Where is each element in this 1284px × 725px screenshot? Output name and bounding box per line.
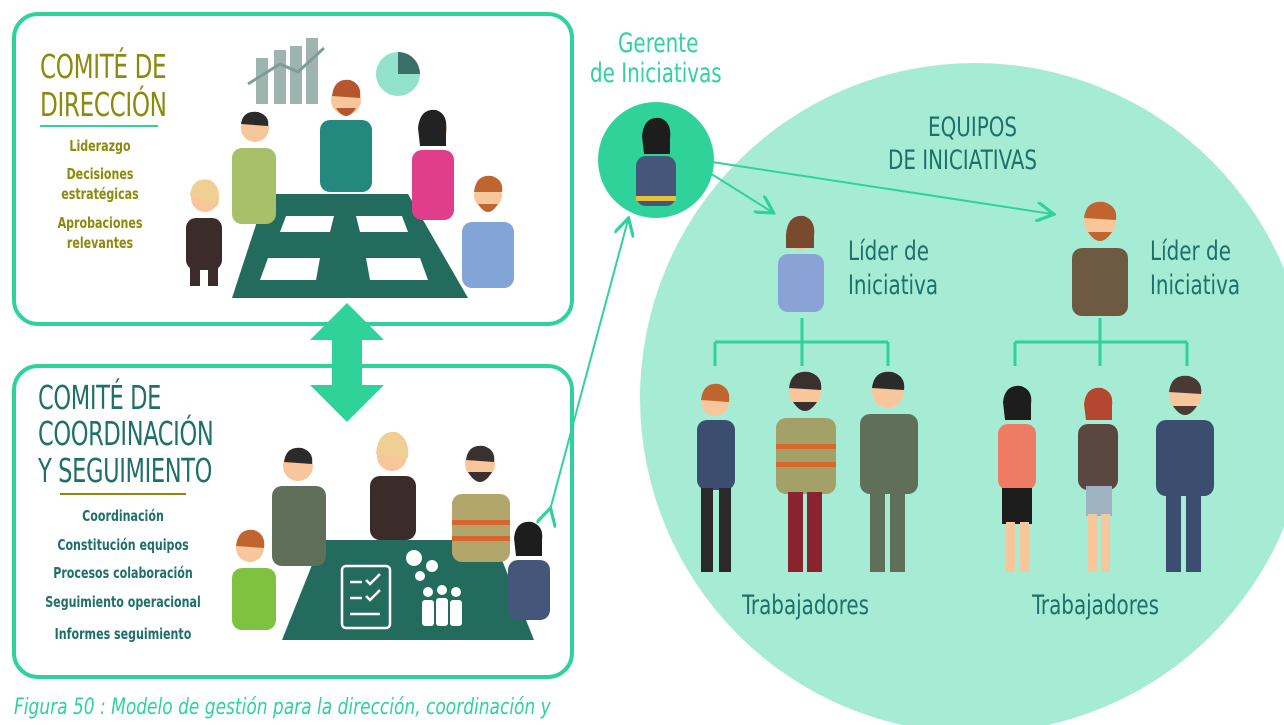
worker-man-green-suit-icon [860, 371, 918, 572]
teams-title-line2: DE INICIATIVAS [888, 145, 1038, 176]
worker-woman-brown-jacket-icon [1078, 387, 1118, 572]
steering-title-line1: COMITÉ DE [40, 47, 167, 86]
person-woman-black-coat-icon [370, 431, 416, 540]
person-man-teal-suit-icon [320, 79, 372, 192]
steering-role-approvals-1: Aprobaciones [57, 214, 143, 232]
worker-man-navy-suit-icon [1156, 375, 1214, 572]
worker-man-striped-sweater-icon [776, 371, 836, 572]
team-group-icon [422, 585, 462, 626]
coordination-role-2: Constitución equipos [57, 536, 189, 554]
double-arrow-icon [310, 303, 384, 422]
arrow-manager-to-leader-right [711, 161, 1052, 214]
gears-icon [406, 550, 438, 581]
person-woman-green-shirt-icon [232, 529, 276, 630]
person-man-blue-sweater-icon [462, 175, 514, 288]
coordination-role-3: Procesos colaboración [53, 564, 193, 582]
figure-caption: Figura 50 : Modelo de gestión para la di… [14, 695, 551, 720]
manager-label-line2: de Iniciativas [590, 58, 722, 89]
coordination-title-line1: COMITÉ DE [38, 378, 162, 417]
leader-left-label-line2: Iniciativa [848, 270, 939, 301]
coordination-title-line3: Y SEGUIMIENTO [38, 451, 213, 490]
steering-role-leadership: Liderazgo [69, 137, 131, 155]
person-woman-navy-dress-icon [508, 521, 550, 620]
arrow-coordination-to-manager [550, 220, 628, 510]
coordination-role-1: Coordinación [82, 507, 164, 525]
person-woman-pink-dress-icon [412, 109, 454, 220]
arrow-manager-to-leader-left [704, 169, 772, 212]
person-man-grey-suit-icon [272, 447, 326, 566]
person-man-striped-sweater-icon [452, 445, 510, 562]
leader-left-icon [778, 215, 824, 312]
steering-title-line2: DIRECCIÓN [40, 85, 167, 124]
steering-role-decisions-2: estratégicas [61, 185, 139, 203]
manager-avatar [598, 102, 714, 218]
coordination-title-divider [60, 493, 186, 495]
coordination-title-line2: COORDINACIÓN [38, 414, 214, 453]
steering-role-approvals-2: relevantes [66, 234, 134, 252]
worker-woman-coral-top-icon [998, 385, 1036, 572]
coordination-role-5: Informes seguimiento [54, 625, 192, 643]
leader-right-label-line1: Líder de [1150, 236, 1231, 267]
hierarchy-lines-left [713, 318, 890, 366]
person-woman-blonde-icon [186, 179, 222, 286]
hierarchy-lines-right [1013, 318, 1189, 366]
workers-right-label: Trabajadores [1032, 590, 1160, 621]
workers-left-label: Trabajadores [742, 590, 870, 621]
person-man-green-shirt-icon [232, 111, 276, 224]
leader-left-label-line1: Líder de [848, 236, 929, 267]
coordination-role-4: Seguimiento operacional [45, 593, 201, 611]
teams-title-line1: EQUIPOS [928, 112, 1018, 143]
steering-title-divider [40, 125, 158, 127]
leader-right-icon [1072, 201, 1128, 316]
checklist-icon [340, 564, 392, 630]
bar-chart-icon [247, 38, 326, 104]
pie-chart-icon [376, 52, 420, 96]
steering-role-decisions-1: Decisiones [66, 165, 134, 183]
leader-right-label-line2: Iniciativa [1150, 270, 1241, 301]
manager-label-line1: Gerente [618, 28, 699, 59]
worker-woman-navy-jacket-icon [697, 383, 735, 572]
table-papers-icon [260, 216, 428, 280]
